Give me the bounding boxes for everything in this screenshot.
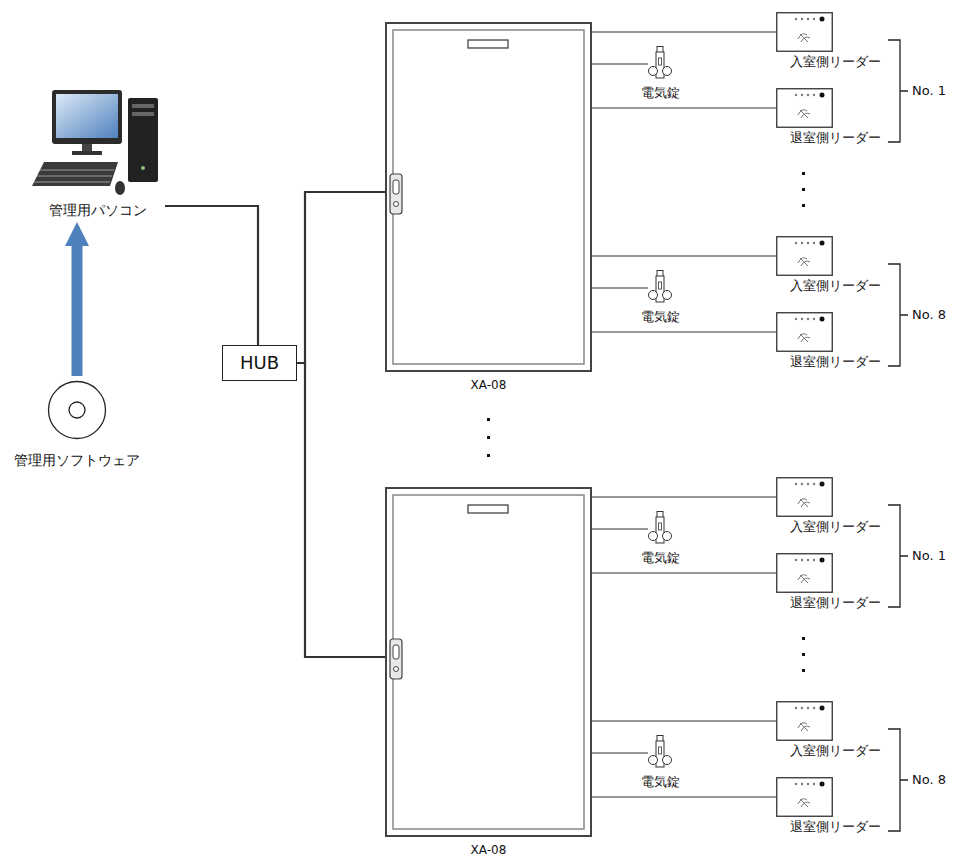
cabinet-icon [385,22,592,372]
node-label: 電気錠 [641,85,680,101]
card-reader: 入室側リーダー [776,701,833,741]
ellipsis-dot [487,436,490,439]
card-reader: 退室側リーダー [776,88,833,128]
group-number: No. 1 [912,83,946,99]
reader-icon [776,12,833,52]
controller-cabinet: XA-08 [385,487,592,837]
ellipsis-dot [802,188,805,191]
install-arrow [72,246,83,376]
lock-icon [648,735,672,771]
electric-lock: 電気錠 [648,735,672,771]
reader-icon [776,477,833,517]
group-bracket [888,40,908,142]
ellipsis-dot [802,637,805,640]
network-hub: HUB [222,345,297,381]
card-reader: 入室側リーダー [776,477,833,517]
reader-icon [776,701,833,741]
node-label: 入室側リーダー [790,519,881,535]
group-number: No. 1 [912,548,946,564]
hub-label: HUB [240,352,279,374]
node-label: 退室側リーダー [790,595,881,611]
reader-icon [776,236,833,276]
software-disc: 管理用ソフトウェア [47,380,107,440]
node-label: 入室側リーダー [790,278,881,294]
group-number: No. 8 [912,307,946,323]
reader-icon [776,88,833,128]
ellipsis-dot [487,418,490,421]
controller-cabinet: XA-08 [385,22,592,372]
cable-line [592,752,648,753]
pc-icon [30,88,165,198]
cable-line [592,496,776,497]
cable-line [592,572,776,573]
reader-icon [776,553,833,593]
node-label: 管理用ソフトウェア [14,452,140,468]
cable-line [297,192,385,363]
cd-icon [47,380,107,440]
ellipsis-dot [802,669,805,672]
electric-lock: 電気錠 [648,511,672,547]
node-label: 電気錠 [641,774,680,790]
electric-lock: 電気錠 [648,46,672,82]
cable-line [592,287,648,288]
lock-icon [648,511,672,547]
electric-lock: 電気錠 [648,270,672,306]
reader-icon [776,312,833,352]
node-label: 管理用パソコン [49,202,147,218]
node-label: XA-08 [471,842,507,858]
group-number: No. 8 [912,772,946,788]
cable-line [592,31,776,32]
cabinet-icon [385,487,592,837]
node-label: 電気錠 [641,550,680,566]
ellipsis-dot [802,204,805,207]
cable-line [592,331,776,332]
cable-line [592,63,648,64]
ellipsis-dot [802,653,805,656]
cable-line [165,206,258,345]
cable-line [592,720,776,721]
node-label: 退室側リーダー [790,819,881,835]
group-bracket [888,729,908,831]
node-label: XA-08 [471,377,507,393]
cable-line [592,255,776,256]
cable-line [592,107,776,108]
lock-icon [648,46,672,82]
card-reader: 入室側リーダー [776,236,833,276]
card-reader: 退室側リーダー [776,553,833,593]
group-bracket [888,505,908,607]
node-label: 退室側リーダー [790,130,881,146]
cable-line [592,528,648,529]
ellipsis-dot [487,454,490,457]
cable-line [592,796,776,797]
management-pc: 管理用パソコン [30,88,165,218]
reader-icon [776,777,833,817]
node-label: 入室側リーダー [790,54,881,70]
group-bracket [888,264,908,366]
card-reader: 入室側リーダー [776,12,833,52]
node-label: 退室側リーダー [790,354,881,370]
lock-icon [648,270,672,306]
ellipsis-dot [802,172,805,175]
card-reader: 退室側リーダー [776,777,833,817]
cable-line [297,363,385,657]
node-label: 入室側リーダー [790,743,881,759]
card-reader: 退室側リーダー [776,312,833,352]
node-label: 電気錠 [641,309,680,325]
group-brackets [888,40,908,831]
